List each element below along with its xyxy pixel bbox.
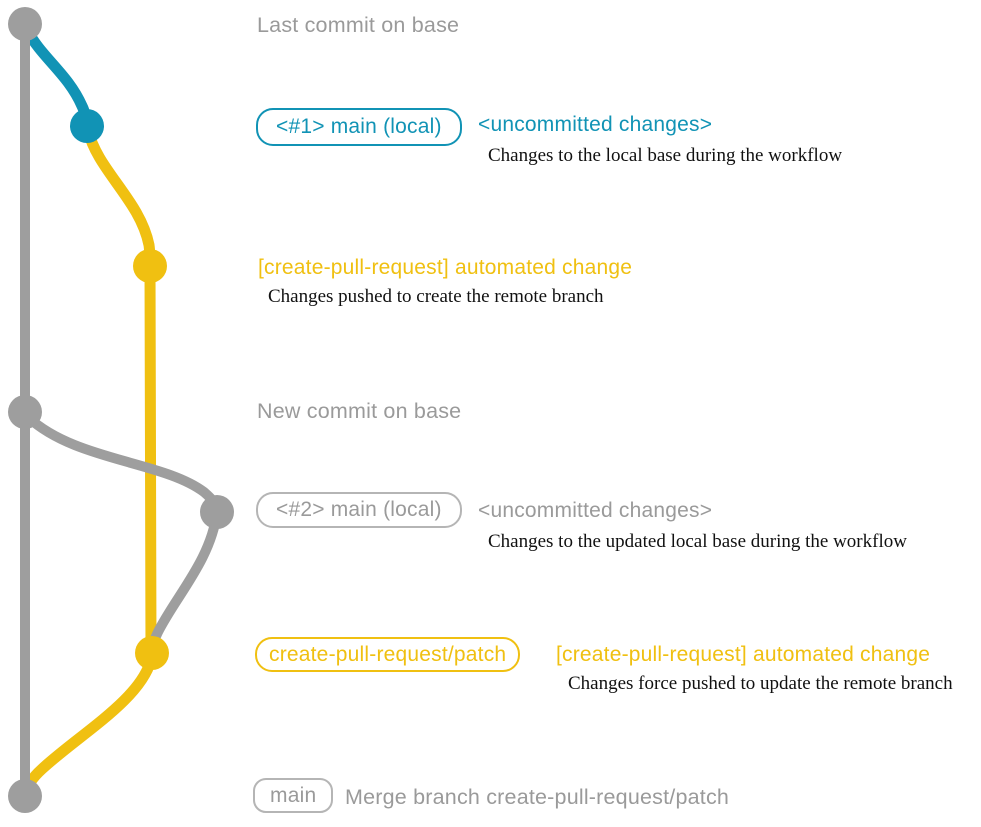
desc-updated-local-base-changes: Changes to the updated local base during… <box>488 531 907 552</box>
commit-node-main-local-1 <box>70 109 104 143</box>
label-merge-branch: Merge branch create-pull-request/patch <box>345 785 730 809</box>
commit-node-patch-2 <box>135 636 169 670</box>
desc-pushed-create-branch: Changes pushed to create the remote bran… <box>268 286 604 307</box>
patch-branch-curve-from-main <box>82 124 156 272</box>
commit-node-base-new <box>8 395 42 429</box>
git-graph <box>8 7 234 813</box>
patch-merge-curve <box>19 654 157 802</box>
desc-local-base-changes: Changes to the local base during the wor… <box>488 145 843 166</box>
commit-node-merge <box>8 779 42 813</box>
label-last-commit-on-base: Last commit on base <box>257 13 460 37</box>
commit-node-patch-1 <box>133 249 167 283</box>
branch-badge-main: main <box>253 778 334 813</box>
branch-badge-main-local-1: <#1> main (local) <box>256 108 462 146</box>
label-uncommitted-changes-2: <uncommitted changes> <box>478 499 713 522</box>
patch-branch-line <box>144 260 157 659</box>
branch-badge-main-local-2: <#2> main (local) <box>256 492 462 528</box>
label-uncommitted-changes-1: <uncommitted changes> <box>478 113 713 136</box>
label-new-commit-on-base: New commit on base <box>257 399 462 423</box>
desc-force-pushed-update-branch: Changes force pushed to update the remot… <box>568 673 953 694</box>
label-automated-change-2: [create-pull-request] automated change <box>556 643 931 666</box>
commit-node-main-local-2 <box>200 495 234 529</box>
main-local-2-branch-curve <box>23 412 222 517</box>
main-local-2-merge-curve <box>147 507 222 658</box>
commit-node-base-tip <box>8 7 42 41</box>
branch-badge-patch: create-pull-request/patch <box>255 637 521 672</box>
label-automated-change-1: [create-pull-request] automated change <box>258 256 633 279</box>
